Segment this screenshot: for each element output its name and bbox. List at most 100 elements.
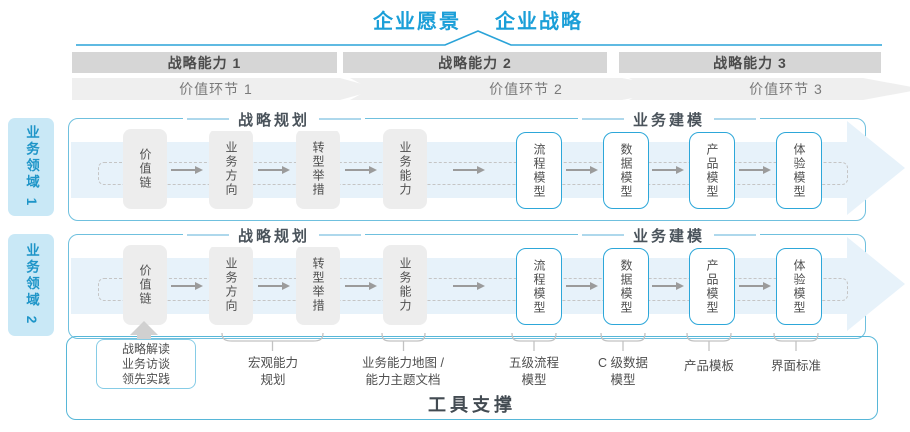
value-link-label: 价值环节 1: [179, 81, 253, 97]
flow-arrow-icon: [258, 281, 290, 290]
flow-arrow-icon: [652, 165, 684, 174]
flow-arrow-icon: [345, 281, 377, 290]
vision-title: 企业愿景: [373, 11, 461, 33]
capability-bar-label: 战略能力 2: [438, 54, 512, 71]
box-label: 数据模型: [619, 258, 633, 315]
tool-support-container: 工具支撑: [66, 336, 878, 420]
modeling-header-label: 业务建模: [632, 111, 706, 129]
header-line-icon: [714, 118, 757, 120]
note-data-model: C 级数据 模型: [597, 356, 649, 387]
stage-box-business-direction: 业务方向: [209, 129, 253, 209]
value-link-chevron-2: 价值环节 2: [350, 78, 682, 100]
brace-connector-icon: [686, 333, 732, 351]
flow-arrow-icon: [171, 165, 203, 174]
box-label: 价值链: [138, 264, 152, 306]
flow-arrow-icon: [739, 281, 771, 290]
flow-band-arrowhead-icon: [847, 121, 905, 215]
header-line-icon: [714, 234, 757, 236]
box-label: 体验模型: [792, 258, 806, 315]
flow-arrow-icon: [652, 281, 684, 290]
value-link-label: 价值环节 2: [489, 81, 563, 97]
header-line-icon: [319, 118, 362, 120]
planning-header-label: 战略规划: [237, 111, 311, 129]
capability-bar-3: 战略能力 3: [619, 52, 881, 73]
model-box-process: 流程模型: [516, 248, 562, 325]
model-box-data: 数据模型: [603, 248, 649, 325]
capability-bar-1: 战略能力 1: [72, 52, 337, 73]
model-box-data: 数据模型: [603, 132, 649, 209]
capability-bar-label: 战略能力 1: [167, 54, 242, 71]
flow-band-arrowhead-icon: [847, 237, 905, 331]
modeling-header-label: 业务建模: [632, 227, 706, 245]
planning-header: 战略规划: [182, 223, 366, 247]
flow-arrow-icon: [453, 165, 485, 174]
stage-box-value-chain: 价值链: [123, 129, 167, 209]
tool-support-label: 工具支撑: [428, 395, 516, 415]
value-link-chevron-3: 价值环节 3: [629, 78, 910, 100]
brace-connector-icon: [381, 333, 426, 351]
domain-tab-label: 业务领域 2: [24, 243, 39, 327]
header-line-icon: [186, 118, 229, 120]
box-label: 业务能力: [398, 141, 412, 197]
stage-box-transformation: 转型举措: [296, 245, 340, 325]
model-box-product: 产品模型: [689, 248, 735, 325]
flow-arrow-icon: [258, 165, 290, 174]
brace-connector-icon: [600, 333, 646, 351]
flow-arrow-icon: [345, 165, 377, 174]
strategy-inputs-label: 战略解读 业务访谈 领先实践: [121, 341, 170, 386]
strategy-title: 企业战略: [495, 11, 583, 33]
business-domain-tab-2: 业务领域 2: [8, 234, 54, 336]
stage-box-business-direction: 业务方向: [209, 245, 253, 325]
box-label: 转型举措: [311, 141, 325, 197]
model-box-process: 流程模型: [516, 132, 562, 209]
value-link-label: 价值环节 3: [749, 81, 823, 97]
business-domain-tab-1: 业务领域 1: [8, 118, 54, 216]
domain-panel-1: 价值链 业务方向 转型举措 业务能力 流程模型 数据模型 产品模型 体验模型 战…: [68, 107, 905, 221]
caret-line-icon: [76, 30, 882, 46]
model-box-product: 产品模型: [689, 132, 735, 209]
stage-box-business-capability: 业务能力: [383, 245, 427, 325]
planning-header-label: 战略规划: [237, 227, 311, 245]
dashed-track: [98, 162, 848, 185]
box-label: 数据模型: [619, 142, 633, 199]
note-capability-map: 业务能力地图 / 能力主题文档: [362, 356, 444, 387]
page-title: 企业愿景 企业战略: [23, 5, 910, 34]
box-label: 产品模型: [705, 258, 719, 315]
strategy-inputs-box: 战略解读 业务访谈 领先实践: [96, 339, 196, 389]
dashed-track: [98, 278, 848, 301]
box-label: 价值链: [138, 148, 152, 190]
brace-connector-icon: [221, 333, 324, 351]
note-product-template: 产品模板: [683, 359, 735, 373]
box-label: 转型举措: [311, 257, 325, 313]
note-process-model: 五级流程 模型: [508, 356, 560, 387]
capability-bar-label: 战略能力 3: [713, 54, 787, 71]
box-label: 流程模型: [532, 258, 546, 315]
flow-arrow-icon: [566, 281, 598, 290]
box-label: 业务能力: [398, 257, 412, 313]
brace-connector-icon: [511, 333, 557, 351]
brace-connector-icon: [773, 333, 819, 351]
box-label: 产品模型: [705, 142, 719, 199]
modeling-header: 业务建模: [577, 107, 761, 131]
stage-box-transformation: 转型举措: [296, 129, 340, 209]
box-label: 流程模型: [532, 142, 546, 199]
note-ui-standard: 界面标准: [770, 359, 822, 373]
header-line-icon: [581, 118, 624, 120]
stage-box-business-capability: 业务能力: [383, 129, 427, 209]
header-line-icon: [581, 234, 624, 236]
flow-arrow-icon: [739, 165, 771, 174]
modeling-header: 业务建模: [577, 223, 761, 247]
header-line-icon: [319, 234, 362, 236]
model-box-experience: 体验模型: [776, 132, 822, 209]
capability-bar-2: 战略能力 2: [343, 52, 607, 73]
planning-header: 战略规划: [182, 107, 366, 131]
flow-arrow-icon: [453, 281, 485, 290]
value-link-chevron-1: 价值环节 1: [72, 78, 380, 100]
box-label: 业务方向: [224, 257, 238, 313]
stage-box-value-chain: 价值链: [123, 245, 167, 325]
domain-tab-label: 业务领域 1: [24, 125, 39, 209]
domain-panel-2: 价值链 业务方向 转型举措 业务能力 流程模型 数据模型 产品模型 体验模型 战…: [68, 223, 905, 339]
flow-arrow-icon: [566, 165, 598, 174]
box-label: 业务方向: [224, 141, 238, 197]
